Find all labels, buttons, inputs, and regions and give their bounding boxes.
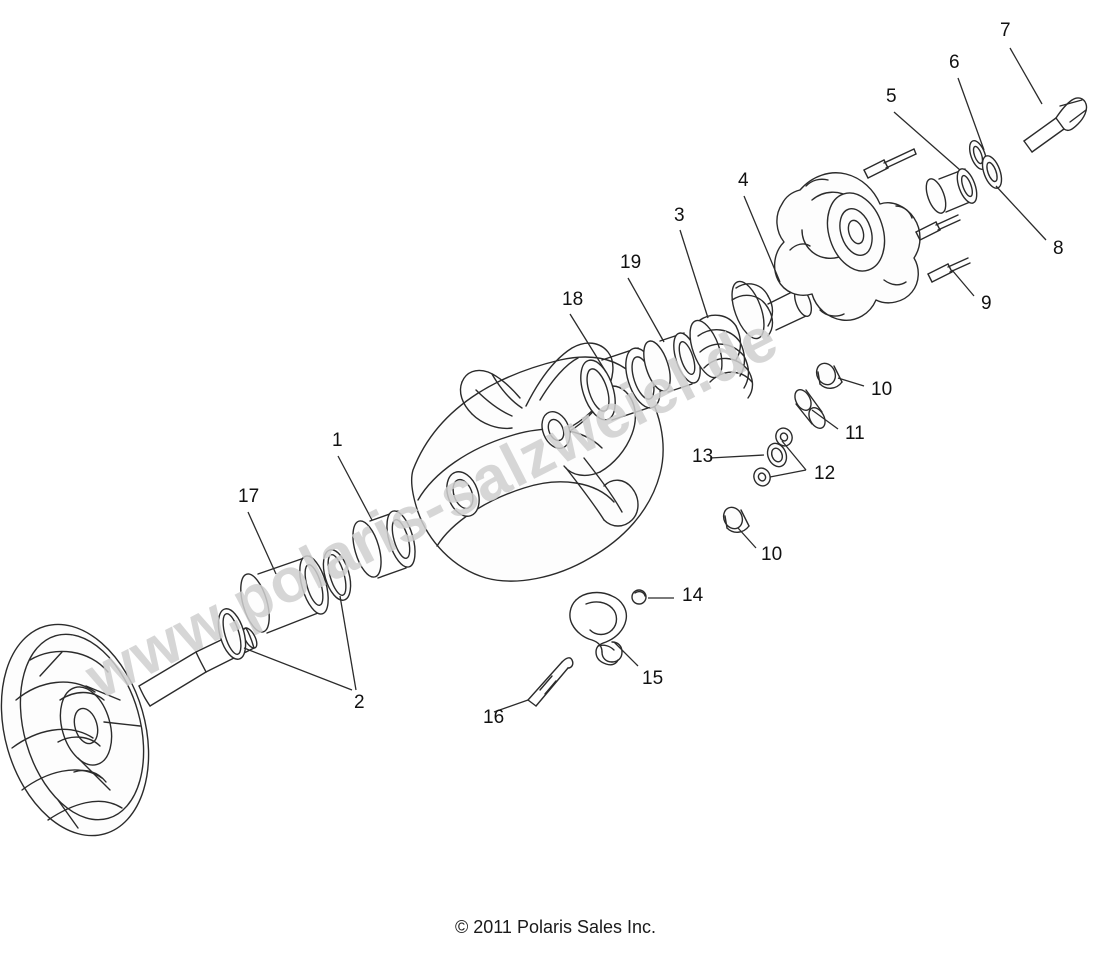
callout-12: 12 (814, 463, 836, 484)
leader-12b (769, 469, 807, 478)
callout-19: 19 (620, 252, 642, 273)
part-pin-10-lower (722, 506, 750, 533)
part-flyweight-15 (569, 591, 628, 666)
leader-17 (247, 511, 277, 575)
part-bolt-9b (927, 257, 971, 283)
part-bushing-1 (352, 510, 416, 579)
leader-2b (243, 647, 353, 691)
callout-4: 4 (738, 170, 749, 191)
leader-2a (339, 595, 357, 691)
leader-10a (837, 377, 865, 387)
callout-14: 14 (682, 585, 704, 606)
callout-2: 2 (354, 692, 365, 713)
callout-10-lower: 10 (761, 544, 783, 565)
leader-16 (493, 699, 529, 713)
part-fan-sheave (0, 623, 150, 837)
leader-13 (709, 454, 765, 459)
callout-3: 3 (674, 205, 685, 226)
leader-5 (893, 111, 961, 171)
part-spring-3 (689, 280, 774, 399)
leader-4 (743, 195, 781, 283)
callout-13: 13 (692, 446, 714, 467)
callout-15: 15 (642, 668, 664, 689)
callout-5: 5 (886, 86, 897, 107)
part-spacer-8 (925, 168, 978, 214)
part-ball-14 (631, 589, 647, 605)
callout-7: 7 (1000, 20, 1011, 41)
leader-1 (337, 455, 373, 521)
leader-7 (1009, 47, 1043, 105)
part-spacer-17 (240, 555, 329, 634)
part-pin-10-upper (815, 362, 843, 389)
part-bolt-5 (863, 148, 917, 179)
part-oring-lower (217, 608, 247, 660)
callout-10-upper: 10 (871, 379, 893, 400)
part-bushing-13 (766, 442, 788, 468)
callout-9: 9 (981, 293, 992, 314)
leader-11 (811, 409, 839, 430)
part-clutch-cover (773, 172, 921, 321)
part-oring-upper (322, 549, 352, 601)
leader-19 (627, 277, 665, 343)
part-roller-11 (794, 389, 826, 429)
part-long-bolt-7 (1023, 97, 1088, 153)
part-moveable-sheave (410, 342, 664, 582)
callout-6: 6 (949, 52, 960, 73)
part-washer-12b (753, 467, 771, 487)
callout-11: 11 (845, 423, 865, 444)
leader-15 (613, 641, 639, 667)
leader-9 (951, 269, 975, 297)
leader-18 (569, 313, 607, 373)
leader-8 (995, 185, 1047, 241)
callout-8: 8 (1053, 238, 1064, 259)
part-washer-6b (981, 155, 1003, 189)
part-washer-12a (775, 427, 793, 447)
part-bolt-9a (915, 214, 961, 241)
leader-6 (957, 77, 985, 151)
part-pin-16 (527, 657, 574, 707)
leader-10b (737, 527, 757, 549)
callout-1: 1 (332, 430, 343, 451)
copyright-notice: © 2011 Polaris Sales Inc. (454, 917, 657, 937)
leader-12a (781, 440, 807, 471)
callout-16: 16 (483, 707, 505, 728)
leader-3 (679, 229, 709, 319)
callout-18: 18 (562, 289, 584, 310)
callout-17: 17 (238, 486, 260, 507)
